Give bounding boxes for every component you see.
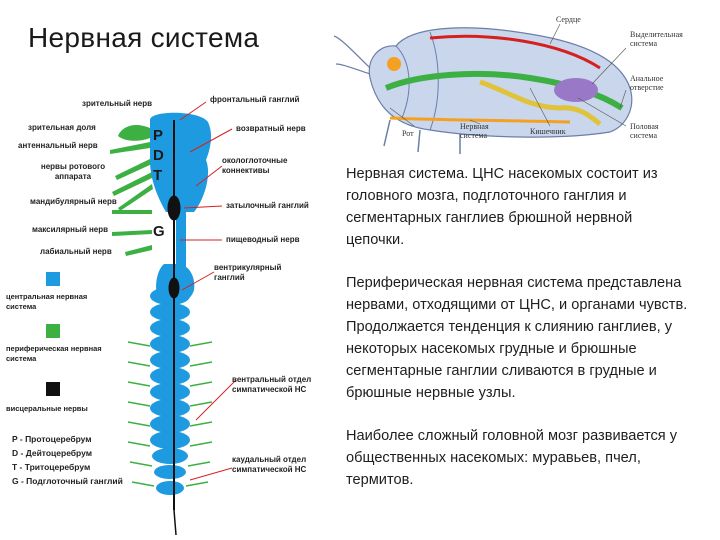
segmental-nerves: [127, 341, 213, 487]
insect-label-heart: Сердце: [556, 15, 581, 24]
insect-label-reproductive: Половая система: [630, 122, 659, 140]
peripheral-nerves: [110, 125, 153, 256]
right-labels: фронтальный ганглий возвратный нерв окол…: [210, 95, 312, 474]
label-mouthpart-nerves: нервы ротового аппарата: [40, 162, 106, 181]
brain-letter-g: G: [153, 223, 165, 240]
insect-label-excretory: Выделительная система: [630, 30, 683, 48]
legend: центральная нервная система периферическ…: [6, 272, 102, 413]
left-labels: зрительный нерв зрительная доля антеннал…: [18, 99, 152, 256]
description-paragraph: Наиболее сложный головной мозг развивает…: [346, 428, 678, 488]
insect-body: [333, 27, 633, 154]
insect-label-anus: Анальное отверстие: [630, 74, 664, 92]
label-labial-nerve: лабиальный нерв: [40, 247, 112, 256]
abbr-p: P - Протоцеребрум: [12, 434, 92, 444]
label-esophageal-nerve: пищеводный нерв: [226, 235, 300, 244]
abbr-g: G - Подглоточный ганглий: [12, 476, 123, 486]
label-optic-nerve: зрительный нерв: [82, 99, 152, 108]
label-antennal-nerve: антеннальный нерв: [18, 141, 98, 150]
insect-anatomy-diagram: Сердце Выделительная система Анальное от…: [333, 15, 683, 154]
label-maxillary-nerve: максилярный нерв: [32, 225, 108, 234]
legend-swatch-cns: [46, 272, 60, 286]
label-circumesophageal-connectives: окологлоточные коннективы: [222, 156, 288, 175]
abbr-d: D - Дейтоцеребрум: [12, 448, 92, 458]
insect-label-nervous: Нервная система: [460, 122, 489, 140]
nervous-system-diagram: P D T G зрительный нерв зрительная доля …: [6, 95, 312, 536]
description: Нервная система. ЦНС насекомых состоит и…: [346, 163, 691, 512]
description-paragraph: Нервная система. ЦНС насекомых состоит и…: [346, 166, 658, 248]
insect-labels: Сердце Выделительная система Анальное от…: [402, 15, 683, 140]
insect-label-gut: Кишечник: [530, 127, 566, 136]
label-mandibular-nerve: мандибулярный нерв: [30, 197, 117, 206]
brain-letter-d: D: [153, 147, 164, 164]
legend-swatch-pns: [46, 324, 60, 338]
label-frontal-ganglion: фронтальный ганглий: [210, 95, 300, 104]
legend-label-cns: центральная нервная система: [6, 292, 88, 311]
label-ventral-sympathetic: вентральный отдел симпатической НС: [232, 375, 312, 394]
page-title: Нервная система: [28, 22, 260, 53]
brain-letter-t: T: [153, 167, 162, 184]
legend-swatch-visceral: [46, 382, 60, 396]
insect-label-mouth: Рот: [402, 129, 414, 138]
excretory-tubes: [479, 79, 602, 126]
heart-vessel: [429, 34, 601, 70]
abdominal-ganglia-chain: [150, 287, 190, 495]
label-recurrent-nerve: возвратный нерв: [236, 124, 306, 133]
brain-letter-p: P: [153, 127, 163, 144]
nerve-cord: [389, 116, 571, 124]
label-caudal-sympathetic: каудальный отдел симпатической НС: [232, 455, 307, 474]
abbr-t: T - Тритоцеребрум: [12, 462, 90, 472]
visceral-nerve: [167, 120, 181, 536]
central-nervous-system: [150, 112, 212, 495]
description-paragraph: Периферическая нервная система представл…: [346, 275, 688, 401]
label-ventricular-ganglion: вентрикулярный ганглий: [214, 263, 282, 282]
insect-pointer-lines: [389, 23, 627, 127]
label-optic-lobe: зрительная доля: [28, 123, 96, 132]
pointer-lines: [179, 101, 237, 481]
legend-label-pns: периферическая нервная система: [6, 344, 102, 363]
legend-label-visceral: висцеральные нервы: [6, 404, 88, 413]
label-occipital-ganglion: затылочный ганглий: [226, 201, 309, 210]
reproductive-organ: [554, 78, 598, 102]
abbreviations: P - Протоцеребрум D - Дейтоцеребрум T - …: [12, 434, 123, 486]
